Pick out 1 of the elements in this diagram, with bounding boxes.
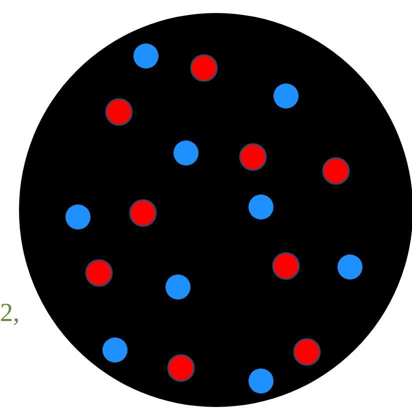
label-text: 2, <box>0 300 20 326</box>
